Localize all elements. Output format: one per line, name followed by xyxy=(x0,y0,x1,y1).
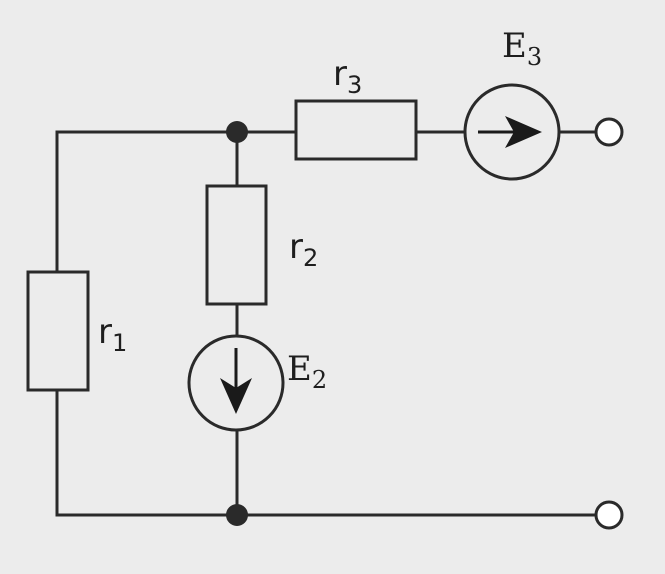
node-top xyxy=(226,121,248,143)
wires xyxy=(55,130,598,517)
label-r3: r3 xyxy=(333,54,362,99)
label-e3: E3 xyxy=(502,26,542,71)
terminal-top xyxy=(594,117,624,147)
source-e2 xyxy=(187,334,285,432)
node-bottom xyxy=(226,504,248,526)
wire-left-bottom xyxy=(55,388,239,517)
label-r1: r1 xyxy=(98,312,127,357)
resistor-r3 xyxy=(294,99,418,161)
label-r2: r2 xyxy=(289,227,318,272)
wire-left-top xyxy=(55,130,239,274)
label-e2: E2 xyxy=(287,349,327,394)
source-e3 xyxy=(463,83,561,181)
resistor-r2 xyxy=(205,184,268,306)
arrow-down-icon xyxy=(220,378,252,414)
terminal-bottom xyxy=(594,500,624,530)
resistor-r1 xyxy=(26,270,90,392)
arrow-right-icon xyxy=(505,116,542,148)
